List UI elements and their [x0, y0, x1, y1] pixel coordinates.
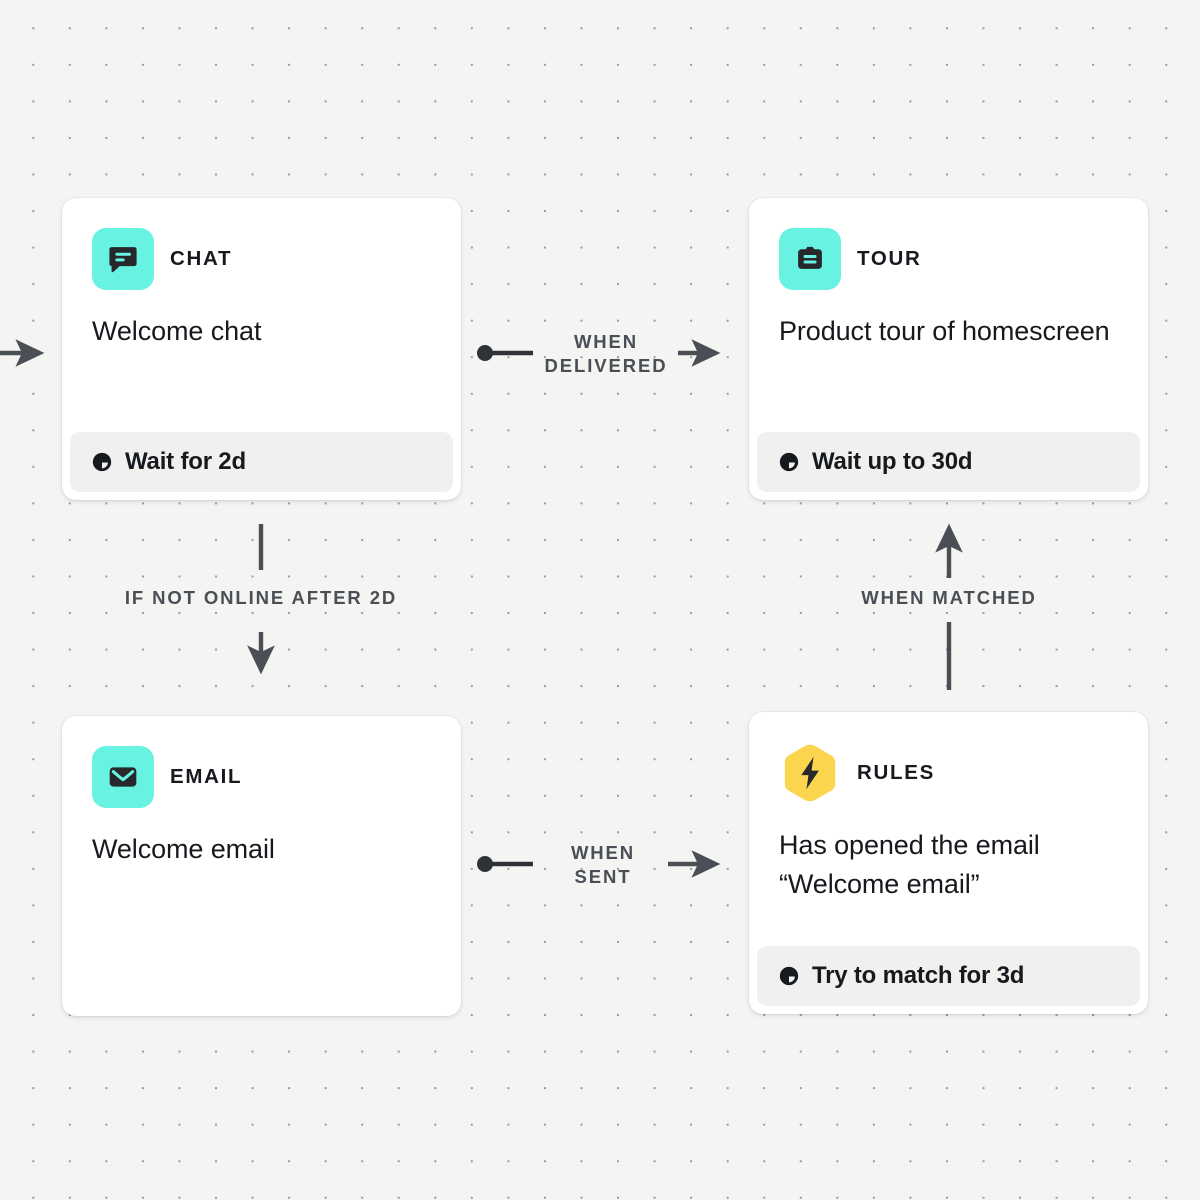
- node-header: EMAIL: [92, 746, 431, 808]
- clock-icon: [91, 451, 113, 473]
- node-header: RULES: [779, 742, 1118, 804]
- edge-label-chat-to-email: IF NOT ONLINE AFTER 2D: [124, 587, 398, 608]
- workflow-node-chat[interactable]: CHAT Welcome chat Wait for 2d: [62, 198, 461, 500]
- node-footer[interactable]: Try to match for 3d: [757, 946, 1140, 1006]
- node-title: Welcome email: [92, 834, 275, 864]
- clock-icon: [778, 965, 800, 987]
- node-body: EMAIL Welcome email: [62, 716, 461, 1016]
- node-kind-label: TOUR: [857, 247, 922, 270]
- workflow-node-tour[interactable]: TOUR Product tour of homescreen Wait up …: [749, 198, 1148, 500]
- chat-bubble-icon: [92, 228, 154, 290]
- node-footer-text: Try to match for 3d: [812, 962, 1025, 989]
- edge-label-chat-to-tour: WHEN DELIVERED: [544, 331, 668, 377]
- workflow-node-email[interactable]: EMAIL Welcome email: [62, 716, 461, 1016]
- node-title: Has opened the email “Welcome email”: [779, 830, 1040, 899]
- node-footer-text: Wait for 2d: [125, 448, 246, 475]
- node-header: TOUR: [779, 228, 1118, 290]
- workflow-node-rules[interactable]: RULES Has opened the email “Welcome emai…: [749, 712, 1148, 1014]
- edge-label-email-to-rules: WHEN SENT: [570, 842, 636, 888]
- node-body: CHAT Welcome chat: [62, 198, 461, 424]
- node-body: TOUR Product tour of homescreen: [749, 198, 1148, 424]
- node-kind-label: CHAT: [170, 247, 233, 270]
- node-footer[interactable]: Wait for 2d: [70, 432, 453, 492]
- product-tour-icon: [779, 228, 841, 290]
- envelope-icon: [92, 746, 154, 808]
- node-kind-label: RULES: [857, 761, 935, 784]
- lightning-bolt-icon: [779, 742, 841, 804]
- clock-icon: [778, 451, 800, 473]
- node-title: Welcome chat: [92, 316, 262, 346]
- node-kind-label: EMAIL: [170, 765, 243, 788]
- node-body: RULES Has opened the email “Welcome emai…: [749, 712, 1148, 938]
- node-footer-text: Wait up to 30d: [812, 448, 973, 475]
- node-footer-wrap: Try to match for 3d: [749, 938, 1148, 1014]
- edge-label-rules-to-tour: WHEN MATCHED: [861, 587, 1037, 608]
- node-footer[interactable]: Wait up to 30d: [757, 432, 1140, 492]
- node-footer-wrap: Wait for 2d: [62, 424, 461, 500]
- node-header: CHAT: [92, 228, 431, 290]
- node-footer-wrap: Wait up to 30d: [749, 424, 1148, 500]
- node-title: Product tour of homescreen: [779, 316, 1110, 346]
